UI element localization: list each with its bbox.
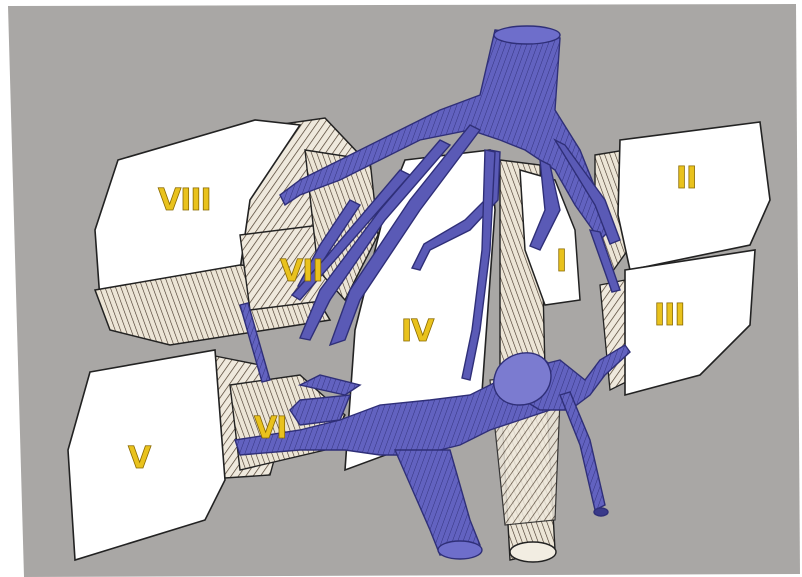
label-segment-vi: VI	[254, 411, 286, 446]
label-segment-viii: VIII	[158, 183, 211, 218]
label-segment-v: V	[128, 441, 152, 476]
label-segment-vii: VII	[280, 254, 323, 289]
label-segment-ii: II	[676, 161, 696, 196]
label-segment-i: I	[556, 244, 566, 279]
label-segment-iii: III	[654, 298, 685, 333]
label-segment-iv: IV	[401, 314, 435, 349]
